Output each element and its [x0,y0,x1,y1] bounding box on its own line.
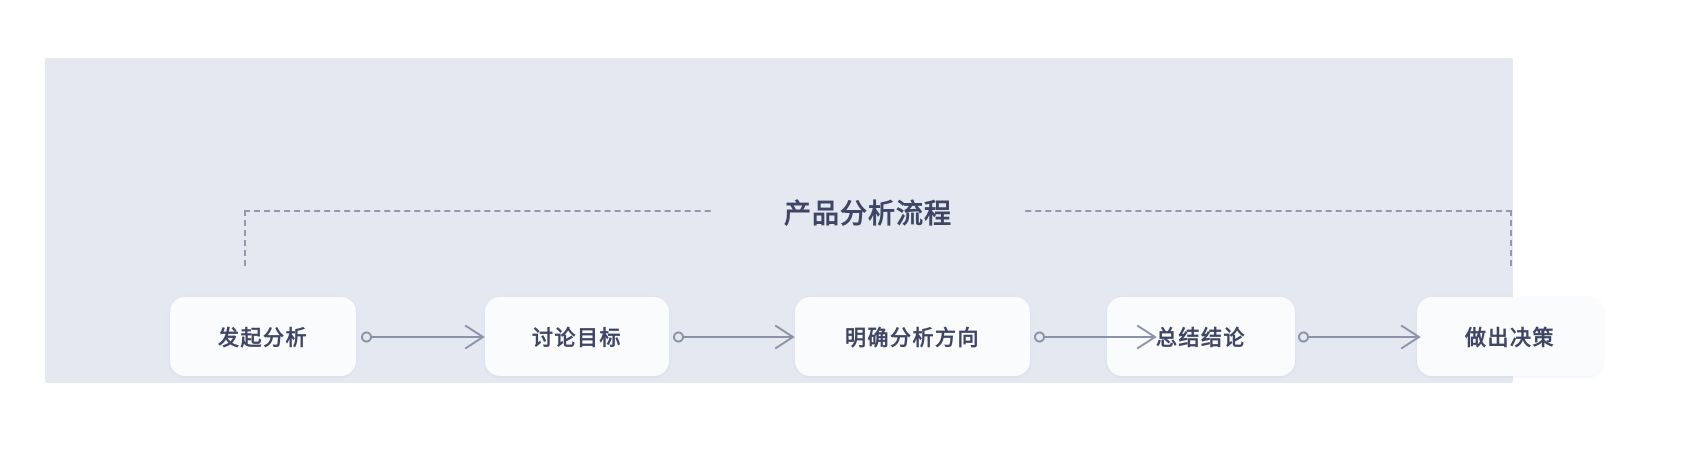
diagram-title: 产品分析流程 [784,198,952,229]
flow-panel: 产品分析流程 发起分析 讨论目标 明确分析方向 总结结论 做出决策 [45,58,1603,383]
connector-start-dot-icon [673,331,684,343]
group-title-mask [713,190,1023,232]
flow-node-label: 做出决策 [1465,326,1555,350]
flow-connector-3 [1034,324,1157,350]
connector-arrowhead-icon [1136,324,1157,350]
connector-start-dot-icon [1298,331,1309,343]
connector-arrowhead-icon [1400,324,1421,350]
flow-connector-4 [1298,324,1421,350]
flow-node-2[interactable]: 讨论目标 [485,297,669,376]
flow-connector-2 [673,324,795,350]
flow-row: 发起分析 讨论目标 明确分析方向 总结结论 做出决策 [90,297,1603,377]
flow-node-label: 明确分析方向 [845,326,980,350]
connector-start-dot-icon [1034,331,1045,343]
connector-arrowhead-icon [774,324,795,350]
flow-node-1[interactable]: 发起分析 [170,297,356,376]
flow-node-5[interactable]: 做出决策 [1417,297,1603,376]
flow-connector-1 [361,324,485,350]
flow-node-3[interactable]: 明确分析方向 [795,297,1030,376]
flow-node-label: 总结结论 [1156,326,1246,350]
flow-node-label: 发起分析 [218,326,308,350]
connector-arrowhead-icon [464,324,485,350]
flow-node-label: 讨论目标 [532,326,622,350]
connector-start-dot-icon [361,331,372,343]
